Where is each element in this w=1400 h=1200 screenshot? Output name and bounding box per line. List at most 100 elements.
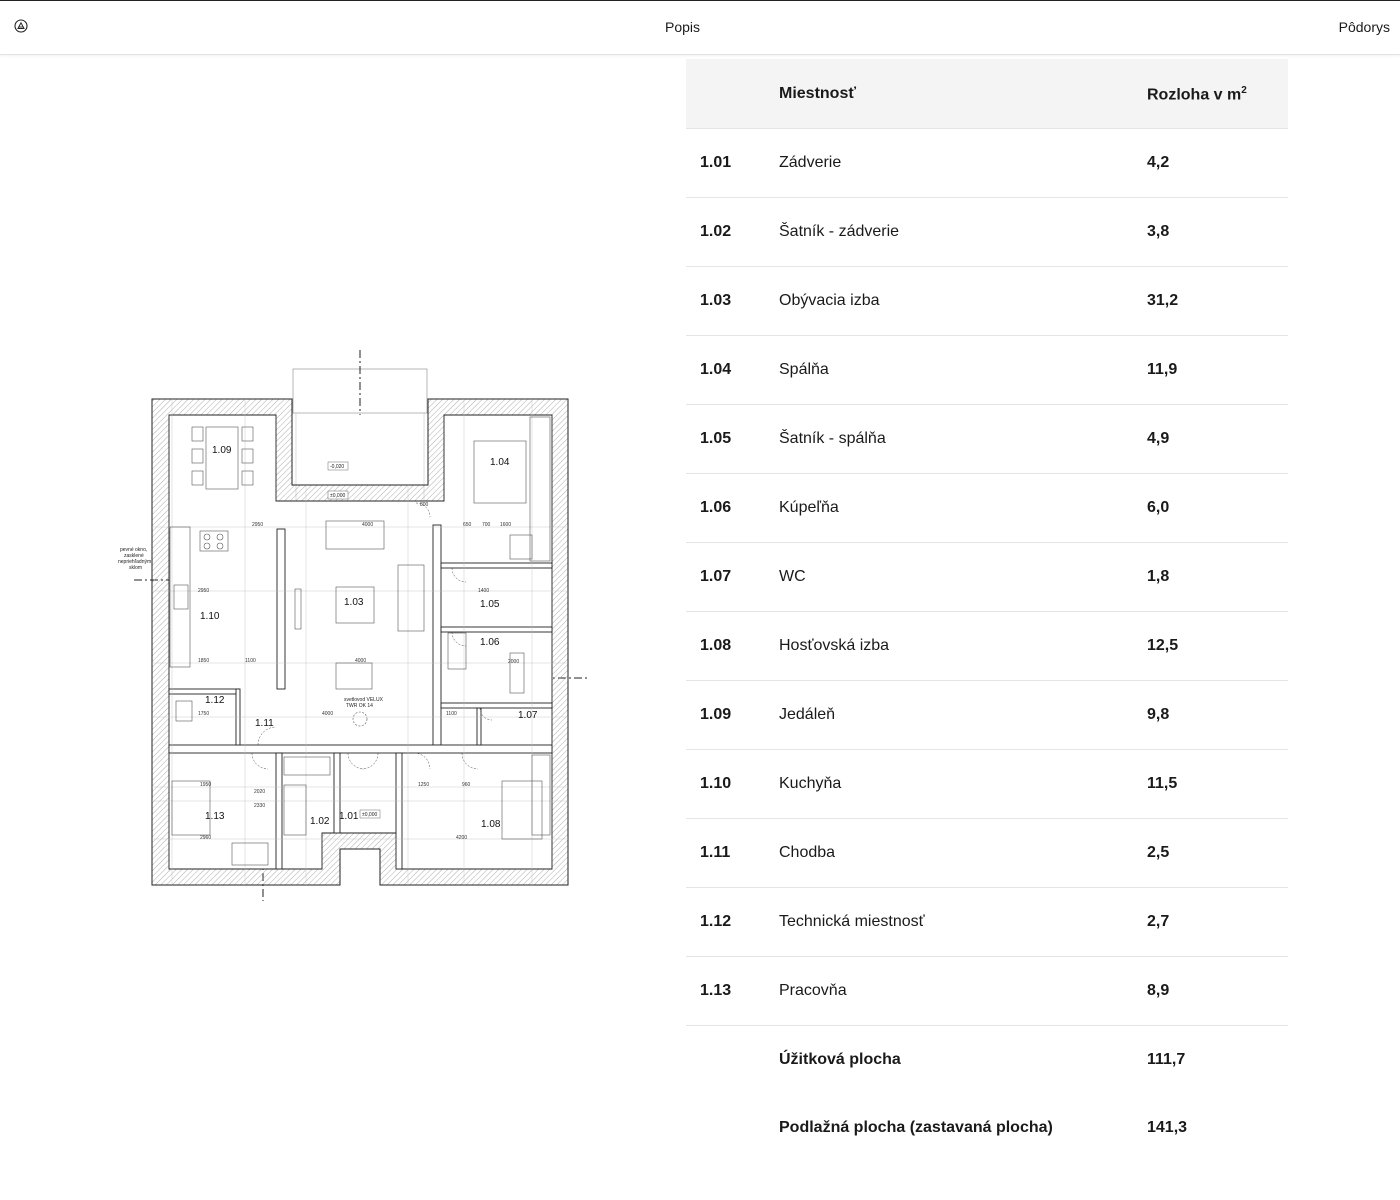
room-number: 1.06 [700,499,732,516]
dimension-label: 1750 [198,711,209,717]
room-area: 11,5 [1147,775,1178,792]
table-row: 1.11 Chodba 2,5 [686,819,1288,888]
room-label: 1.07 [518,710,538,721]
room-name: Hosťovská izba [779,637,890,654]
room-number: 1.08 [700,637,732,654]
table-row: 1.12 Technická miestnosť 2,7 [686,888,1288,957]
room-number: 1.04 [700,361,732,378]
room-area: 9,8 [1147,706,1170,723]
dimension-label: 2330 [254,803,265,809]
dimension-label: 800 [420,502,429,508]
room-area: 2,5 [1147,844,1170,861]
room-number: 1.03 [700,292,732,309]
table-row: 1.02 Šatník - zádverie 3,8 [686,198,1288,267]
total-label: Úžitková plocha [779,1051,901,1068]
dimension-label: 2950 [198,588,209,594]
room-label: 1.09 [212,445,232,456]
nav-popis-link[interactable]: Popis [665,19,701,35]
room-area: 31,2 [1147,292,1179,309]
room-name: Zádverie [779,154,842,171]
dimension-label: 4200 [456,835,467,841]
dimension-label: 1600 [500,522,511,528]
table-row: 1.05 Šatník - spálňa 4,9 [686,405,1288,474]
dimension-label: 2950 [252,522,263,528]
room-area: 8,9 [1147,982,1170,999]
window-note: pevné okno, [120,547,147,553]
room-number: 1.05 [700,430,732,447]
room-label: 1.04 [490,457,510,468]
room-label: 1.13 [205,811,225,822]
dimension-labels: 2950 4000 4000 1850 1100 1950 2020 2330 … [198,502,519,841]
room-name: Pracovňa [779,982,847,999]
living-room-furniture [294,520,425,727]
dimension-label: 1100 [446,711,457,717]
total-label: Podlažná plocha (zastavaná plocha) [779,1119,1053,1136]
interior-wall [276,528,286,690]
top-bar: Popis Pôdorys [0,0,1400,55]
dining-table [191,426,254,490]
room-name: Technická miestnosť [779,913,925,930]
dimension-label: 1400 [478,588,489,594]
room-number: 1.02 [700,223,732,240]
room-name: WC [779,568,806,585]
column-header-room: Miestnosť [779,85,857,102]
dimension-label: 650 [463,522,472,528]
table-header: Miestnosť Rozloha v m2 [686,59,1288,129]
dimension-label: 4000 [355,658,366,664]
total-row: Úžitková plocha 111,7 [686,1026,1288,1094]
skylight-note: svetlovod VELUX [344,697,384,703]
room-number: 1.11 [700,844,731,861]
room-label: 1.02 [310,816,330,827]
room-area: 2,7 [1147,913,1170,930]
room-label: 1.01 [339,811,359,822]
room-label: 1.11 [255,718,274,729]
dimension-label: 2960 [200,835,211,841]
room-labels: 1.09 1.04 1.03 1.05 1.10 1.06 1.12 1.07 … [200,445,538,830]
terrace-outline [292,368,428,414]
room-name: Kuchyňa [779,775,842,792]
room-name: Spálňa [779,361,829,378]
room-label: 1.10 [200,611,220,622]
room-name: Šatník - zádverie [779,223,900,240]
total-value: 111,7 [1147,1051,1186,1068]
dimension-label: 4000 [362,522,373,528]
elevation-tag: ±0,000 [362,812,377,818]
window-note: nepriehľadným [118,559,151,565]
elevation-tag: ±0,000 [330,493,345,499]
bedroom-furniture [447,416,551,694]
room-area: 1,8 [1147,568,1170,585]
dimension-label: 1950 [200,782,211,788]
room-area: 4,9 [1147,430,1170,447]
room-label: 1.12 [205,695,225,706]
dimension-label: 4000 [322,711,333,717]
room-area: 3,8 [1147,223,1170,240]
logo-icon[interactable] [14,19,28,33]
window-note: sklom [129,565,142,571]
room-name: Jedáleň [779,706,836,723]
dimension-label: 2000 [508,659,519,665]
dimension-label: 1250 [418,782,429,788]
room-name: Chodba [779,844,836,861]
column-header-area: Rozloha v m2 [1147,85,1247,104]
room-number: 1.12 [700,913,732,930]
room-label: 1.03 [344,597,364,608]
room-label: 1.08 [481,819,501,830]
elevation-tag: -0,020 [330,464,344,470]
room-number: 1.09 [700,706,732,723]
kitchen-counter [169,526,229,668]
room-name: Šatník - spálňa [779,430,886,447]
total-value: 141,3 [1147,1119,1188,1136]
floor-plan-drawing: 1.09 1.04 1.03 1.05 1.10 1.06 1.12 1.07 … [118,350,587,901]
dimension-label: 1100 [245,658,256,664]
room-label: 1.05 [480,599,500,610]
dimension-label: 2020 [254,789,265,795]
nav-podorys-link[interactable]: Pôdorys [1338,19,1390,35]
